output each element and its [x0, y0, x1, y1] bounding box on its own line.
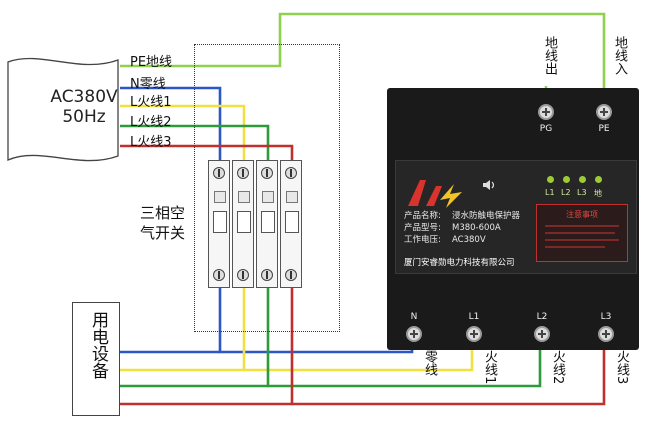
label-ground-out: 地线出: [542, 36, 557, 75]
label-n: N零线: [130, 77, 166, 92]
label-l2: L火线2: [130, 115, 172, 130]
product-name-key: 产品名称:: [404, 211, 441, 221]
terminal-pe-screw[interactable]: [596, 104, 612, 120]
breaker-switch[interactable]: [261, 211, 275, 233]
voltage-value: AC380V: [452, 235, 486, 245]
label-bottom-l3: 火线3: [614, 350, 629, 385]
notice-text-line: [545, 225, 619, 227]
model-key: 产品型号:: [404, 223, 441, 233]
notice-title: 注意事项: [566, 210, 598, 219]
notice-text-line: [545, 246, 605, 248]
label-l1: L火线1: [130, 95, 172, 110]
indicator-l3-led: [579, 176, 586, 183]
breaker-switch[interactable]: [237, 211, 251, 233]
notice-text-line: [545, 239, 619, 241]
label-bottom-l1: 火线1: [482, 350, 497, 385]
speaker-icon: [482, 176, 496, 190]
company-name: 厦门安睿勋电力科技有限公司: [404, 258, 515, 268]
breaker-pole-l3: [280, 160, 302, 288]
ac-source-frequency: 50Hz: [62, 106, 106, 127]
breaker-screw-top: [261, 167, 273, 179]
indicator-l2-led: [563, 176, 570, 183]
wire-l1-in: [120, 104, 246, 160]
breaker-screw-bottom: [261, 269, 273, 281]
breaker-pole-l2: [256, 160, 278, 288]
breaker-window: [238, 191, 250, 203]
breaker-window: [214, 191, 226, 203]
terminal-l1-screw[interactable]: [466, 326, 482, 342]
breaker-pole-l1: [232, 160, 254, 288]
terminal-l3-label: L3: [600, 312, 612, 322]
product-name-value: 浸水防触电保护器: [452, 211, 521, 221]
voltage-key: 工作电压:: [404, 235, 441, 245]
wire-l3-in: [120, 144, 294, 160]
breaker-pole-n: [208, 160, 230, 288]
ac-source-label: AC380V 50Hz: [34, 87, 134, 127]
electrical-equipment: 用电设备: [72, 302, 120, 416]
terminal-l3-screw[interactable]: [598, 326, 614, 342]
notice-text-line: [545, 232, 615, 234]
indicator-l1-label: L1: [545, 188, 555, 197]
terminal-l2-label: L2: [536, 312, 548, 322]
equipment-label: 用电设备: [88, 311, 108, 379]
terminal-pe-label: PE: [598, 124, 610, 134]
wire-l3-out: [290, 288, 606, 406]
breaker-screw-top: [285, 167, 297, 179]
brand-logo: [408, 180, 462, 208]
wire-pe: [120, 12, 606, 104]
breaker-switch[interactable]: [285, 211, 299, 233]
breaker-screw-bottom: [237, 269, 249, 281]
terminal-pg-label: PG: [539, 124, 553, 134]
indicator-ground-led: [595, 176, 602, 183]
notice-box: 注意事项: [536, 204, 628, 262]
breaker-window: [286, 191, 298, 203]
breaker-label-line2: 气开关: [140, 224, 186, 242]
wire-l2-in: [120, 124, 270, 160]
terminal-n-label: N: [410, 312, 418, 322]
label-l3: L火线3: [130, 135, 172, 150]
indicator-l1-led: [547, 176, 554, 183]
breaker-switch[interactable]: [213, 211, 227, 233]
terminal-n-screw[interactable]: [406, 326, 422, 342]
ac-source-outline: [7, 57, 119, 162]
indicator-l2-label: L2: [561, 188, 571, 197]
label-ground-in: 地线入: [612, 36, 627, 75]
breaker-window: [262, 191, 274, 203]
label-pe: PE地线: [130, 55, 173, 70]
wire-n-in: [120, 86, 222, 160]
indicator-l3-label: L3: [577, 188, 587, 197]
breaker-enclosure: [194, 44, 340, 332]
breaker-screw-bottom: [213, 269, 225, 281]
breaker-label-line1: 三相空: [140, 204, 186, 222]
terminal-l1-label: L1: [468, 312, 480, 322]
wire-l1-out: [242, 288, 474, 372]
indicator-ground-label: 地: [594, 189, 602, 198]
ac-source-voltage: AC380V: [50, 87, 118, 107]
model-value: M380-600A: [452, 223, 501, 233]
label-bottom-l2: 火线2: [550, 350, 565, 385]
wire-l2-out: [266, 288, 542, 388]
product-info: 产品名称: 浸水防触电保护器 产品型号: M380-600A 工作电压: AC380V: [404, 210, 520, 246]
breaker-screw-bottom: [285, 269, 297, 281]
terminal-pg-screw[interactable]: [538, 104, 554, 120]
breaker-screw-top: [213, 167, 225, 179]
label-bottom-n: 零线: [422, 350, 437, 376]
breaker-screw-top: [237, 167, 249, 179]
terminal-l2-screw[interactable]: [534, 326, 550, 342]
